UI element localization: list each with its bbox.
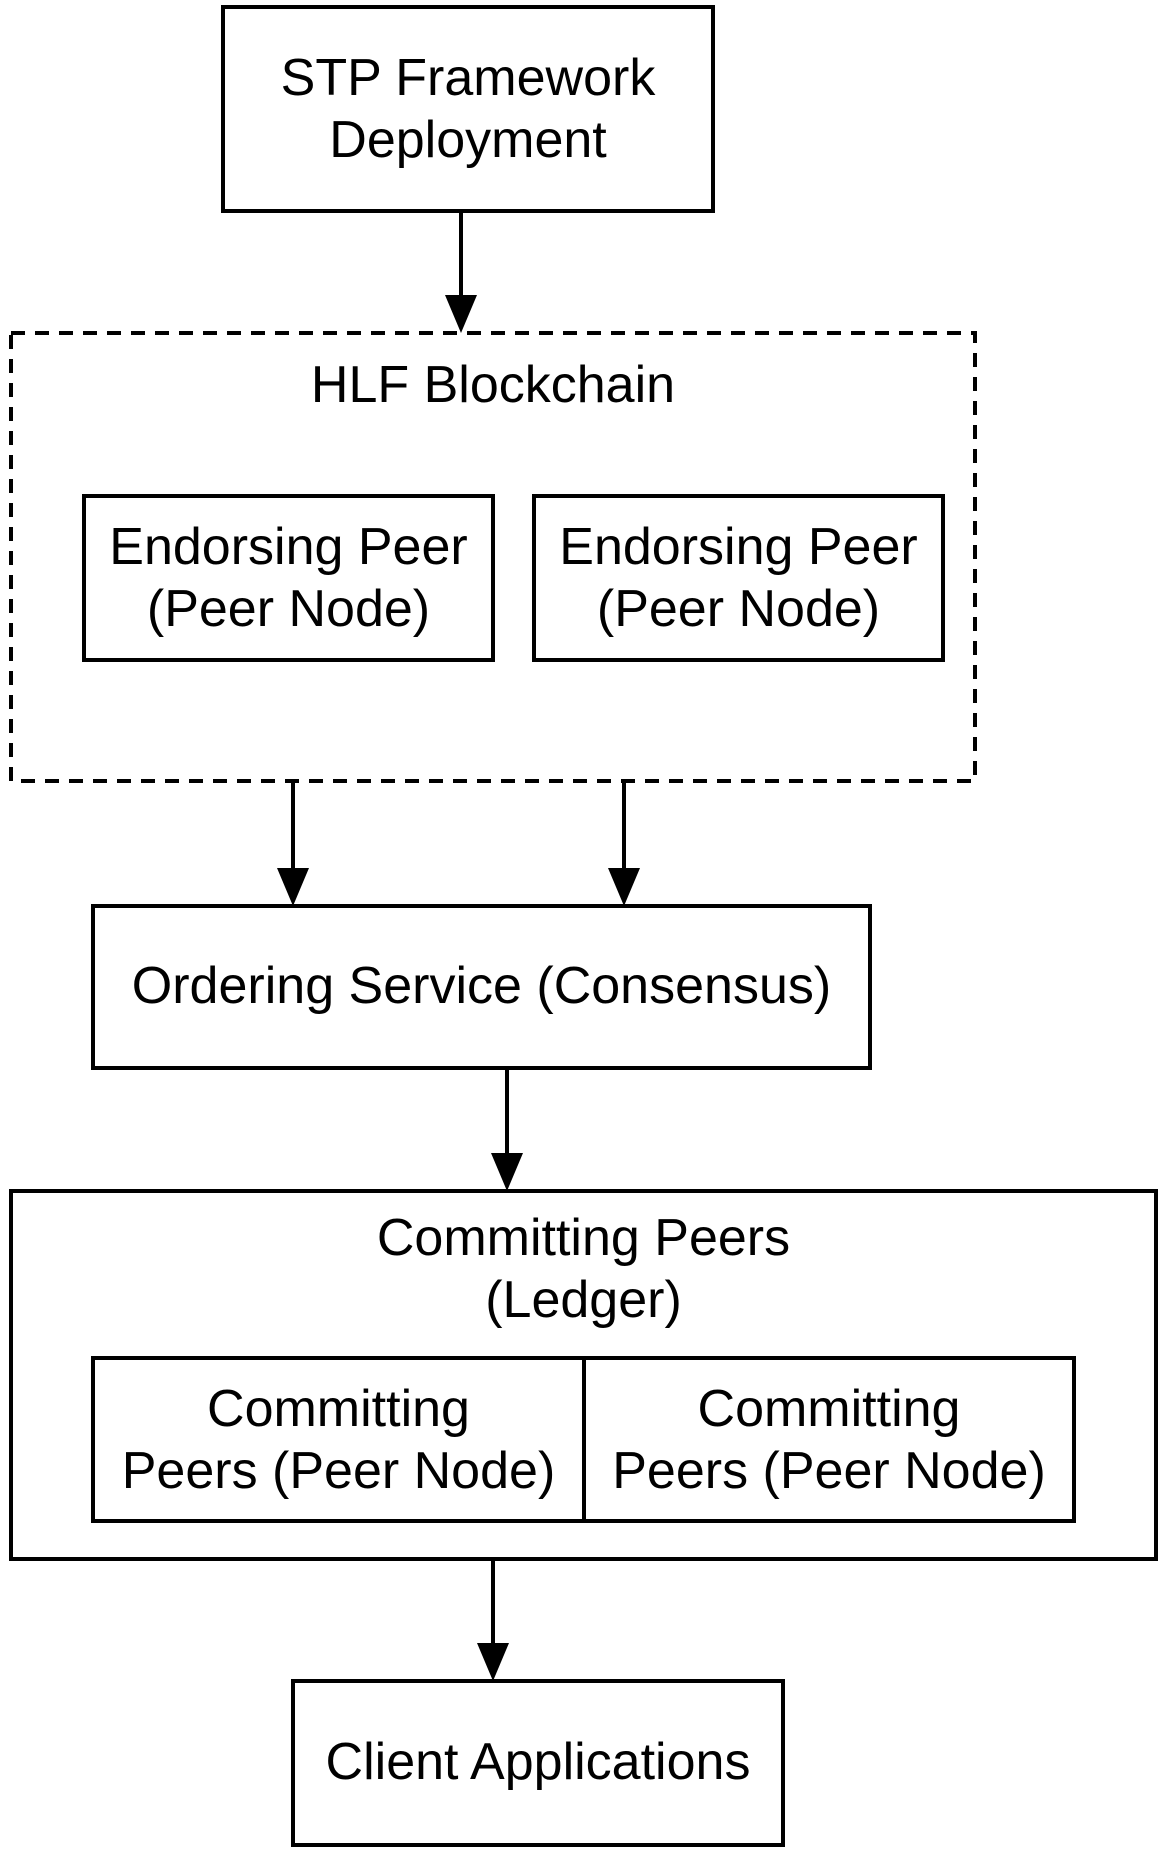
ordering-service-label: Ordering Service (Consensus) xyxy=(93,955,870,1017)
hlf-blockchain-title-text: HLF Blockchain xyxy=(310,356,676,414)
committing-peer-1-line1: Committing xyxy=(207,1380,470,1438)
endorsing-peer-label-2: Endorsing Peer (Peer Node) xyxy=(534,516,943,640)
committing-peer-label-2: Committing Peers (Peer Node) xyxy=(584,1378,1074,1502)
committing-peers-line2: (Ledger) xyxy=(485,1271,682,1329)
endorsing-peer-1-line2: (Peer Node) xyxy=(146,580,431,638)
arrow-endorsing-1-to-ordering xyxy=(277,781,309,906)
committing-peers-title: Committing Peers (Ledger) xyxy=(11,1207,1156,1331)
arrow-committing-to-client xyxy=(477,1559,509,1681)
ordering-service-box xyxy=(91,904,872,1070)
endorsing-peer-2-line1: Endorsing Peer xyxy=(559,518,918,576)
hlf-blockchain-container xyxy=(9,331,977,783)
endorsing-peer-box-2 xyxy=(532,494,945,662)
endorsing-peer-1-line1: Endorsing Peer xyxy=(109,518,468,576)
client-applications-box xyxy=(291,1679,785,1847)
client-applications-label: Client Applications xyxy=(293,1731,783,1793)
hlf-blockchain-title: HLF Blockchain xyxy=(11,354,975,416)
ordering-service-text: Ordering Service (Consensus) xyxy=(131,957,832,1015)
stp-framework-line1: STP Framework xyxy=(280,49,656,107)
endorsing-peer-label-1: Endorsing Peer (Peer Node) xyxy=(84,516,493,640)
endorsing-peer-2-line2: (Peer Node) xyxy=(596,580,881,638)
arrow-stp-to-hlf xyxy=(445,211,477,333)
committing-peer-1-line2: Peers (Peer Node) xyxy=(121,1442,556,1500)
client-applications-text: Client Applications xyxy=(325,1733,751,1791)
committing-peer-2-line1: Committing xyxy=(697,1380,961,1438)
committing-peers-line1: Committing Peers xyxy=(376,1209,791,1267)
committing-peer-box-2 xyxy=(582,1356,1076,1523)
endorsing-peer-box-1 xyxy=(82,494,495,662)
committing-peer-label-1: Committing Peers (Peer Node) xyxy=(93,1378,584,1502)
stp-framework-line2: Deployment xyxy=(329,111,607,169)
stp-framework-box xyxy=(221,5,715,213)
committing-peer-2-line2: Peers (Peer Node) xyxy=(612,1442,1046,1500)
arrow-endorsing-2-to-ordering xyxy=(608,781,640,906)
committing-peer-box-1 xyxy=(91,1356,586,1523)
arrow-ordering-to-committing xyxy=(491,1068,523,1191)
stp-framework-label: STP Framework Deployment xyxy=(223,47,713,171)
